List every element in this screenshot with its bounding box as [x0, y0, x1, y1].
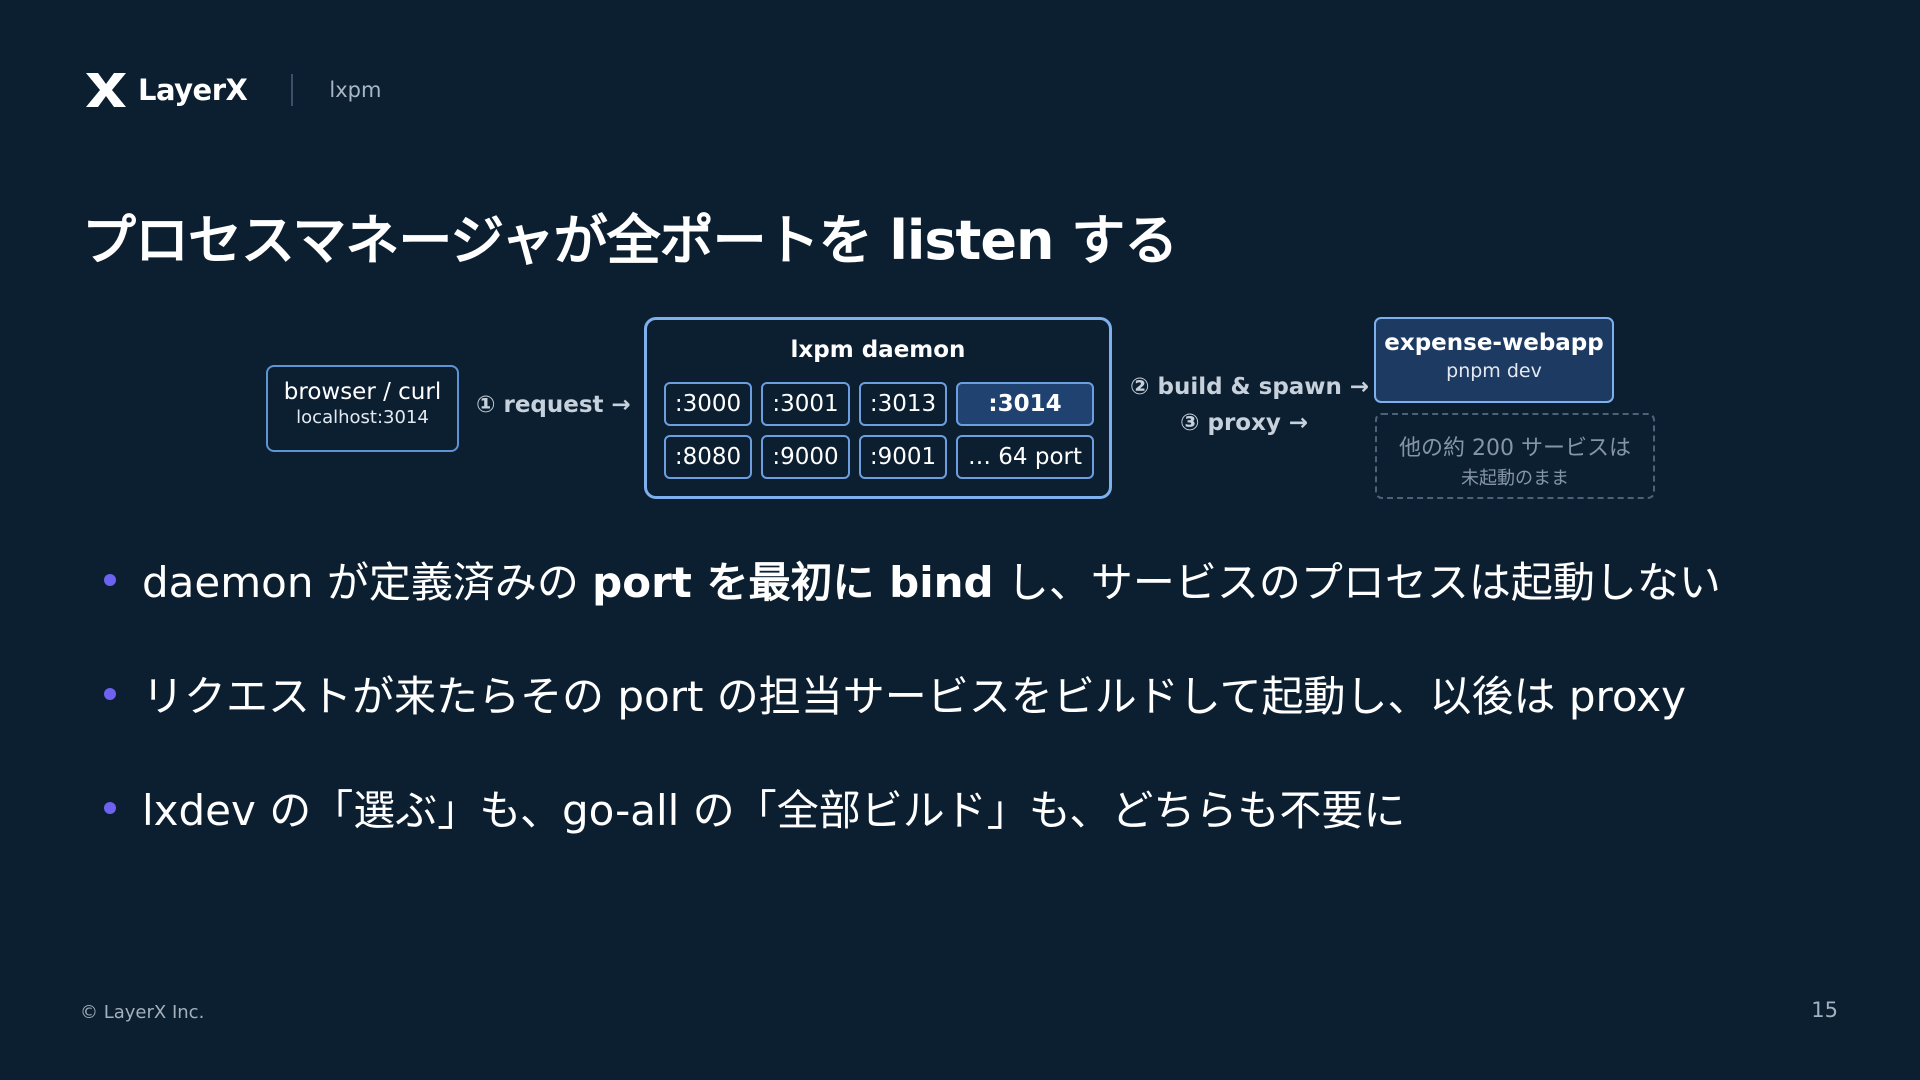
step-proxy-label: ③ proxy → [1180, 410, 1309, 436]
brand-name: LayerX [138, 73, 248, 107]
bullet-text-bold: port を最初に bind [592, 558, 994, 607]
bullet-text: リクエストが来たらその port の担当サービスをビルドして起動し、以後は pr… [142, 672, 1687, 721]
target-service-box: expense-webapp pnpm dev [1374, 317, 1614, 403]
daemon-title: lxpm daemon [790, 337, 966, 363]
bullet-item: リクエストが来たらその port の担当サービスをビルドして起動し、以後は pr… [104, 662, 1721, 776]
bullet-text: lxdev の「選ぶ」も、go-all の「全部ビルド」も、どちらも不要に [142, 786, 1406, 835]
header-subtitle: lxpm [329, 78, 382, 102]
header-divider [291, 74, 294, 106]
port-cell: :3000 [664, 382, 752, 426]
copyright: © LayerX Inc. [80, 1002, 205, 1023]
page-number: 15 [1811, 998, 1838, 1022]
target-service-name: expense-webapp [1384, 330, 1604, 356]
bullet-item: daemon が定義済みの port を最初に bind し、サービスのプロセス… [104, 548, 1721, 662]
layerx-logo: LayerX [84, 71, 248, 109]
bullet-dot [104, 802, 116, 814]
other-services-box: 他の約 200 サービスは 未起動のまま [1375, 413, 1655, 499]
layerx-mark-icon [86, 73, 126, 107]
port-cell: :3001 [761, 382, 850, 426]
bullet-text-pre: daemon が定義済みの [142, 558, 593, 607]
port-cell: :9000 [761, 435, 850, 479]
step-request-label: ① request → [476, 392, 631, 418]
bullet-item: lxdev の「選ぶ」も、go-all の「全部ビルド」も、どちらも不要に [104, 776, 1721, 890]
slide-header: LayerX lxpm [84, 70, 381, 110]
bullet-list: daemon が定義済みの port を最初に bind し、サービスのプロセス… [104, 548, 1721, 890]
other-services-line1: 他の約 200 サービスは [1399, 436, 1631, 461]
client-label: browser / curl [283, 379, 442, 405]
other-services-line2: 未起動のまま [1461, 468, 1569, 489]
port-cell: :8080 [664, 435, 752, 479]
step-build-spawn-label: ② build & spawn → [1130, 374, 1370, 400]
client-box: browser / curl localhost:3014 [266, 365, 459, 452]
port-cell: :9001 [859, 435, 947, 479]
bullet-text-post: し、サービスのプロセスは起動しない [993, 558, 1721, 607]
bullet-dot [104, 688, 116, 700]
target-service-command: pnpm dev [1446, 360, 1542, 382]
architecture-diagram: browser / curl localhost:3014 ① request … [0, 0, 1920, 520]
port-cell-active: :3014 [956, 382, 1094, 426]
bullet-dot [104, 574, 116, 586]
port-cell: :3013 [859, 382, 947, 426]
daemon-box: lxpm daemon :3000:3001:3013:3014:8080:90… [644, 317, 1112, 499]
client-host: localhost:3014 [296, 407, 429, 428]
port-cell: … 64 port [956, 435, 1094, 479]
slide-title: プロセスマネージャが全ポートを listen する [82, 209, 1178, 272]
